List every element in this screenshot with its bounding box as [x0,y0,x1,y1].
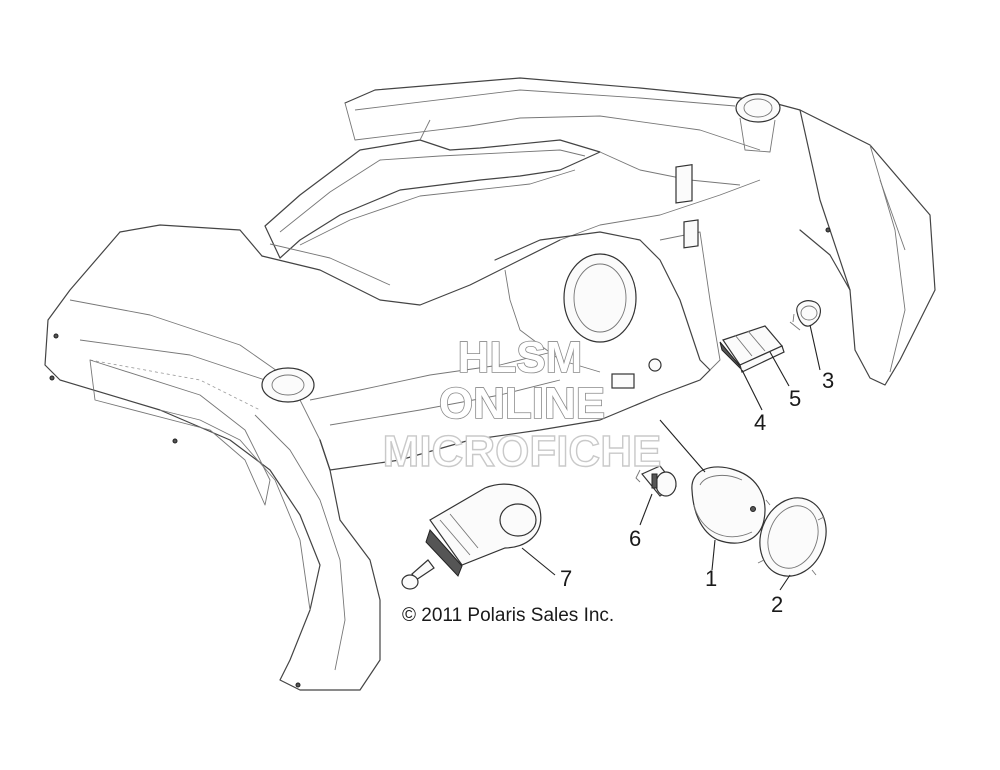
callout-7: 7 [560,566,572,591]
dashboard-panel [44,77,936,691]
part-4-5-switch[interactable] [719,325,785,373]
part-2-bezel[interactable] [749,488,837,585]
callout-3: 3 [822,368,834,393]
part-7-cover[interactable] [401,483,542,590]
callout-1: 1 [705,566,717,591]
callout-5: 5 [789,386,801,411]
watermark-line-1: HLSM [458,333,583,382]
callout-6: 6 [629,526,641,551]
lower-switch-slot [611,373,635,389]
callout-2: 2 [771,592,783,617]
leader-lines [521,324,821,591]
switch-slot-upper [675,164,693,204]
mount-hole [295,682,301,688]
part-3-outlet[interactable] [789,300,821,331]
switch-slot-lower [683,219,699,249]
mount-hole [172,438,178,444]
part-6-key-switch[interactable] [635,465,677,497]
left-vent [261,367,315,403]
mount-hole [49,375,55,381]
callout-4: 4 [754,410,766,435]
mount-hole [53,333,59,339]
gauge-opening [563,253,637,343]
watermark-line-2: ONLINE [439,379,605,428]
copyright-notice: © 2011 Polaris Sales Inc. [402,605,614,626]
watermark-line-3: MICROFICHE [383,427,662,476]
mount-hole [825,227,831,233]
key-hole [648,358,662,372]
callouts: 1 2 3 4 5 6 7 [560,368,834,617]
part-1-gauge[interactable] [691,466,766,544]
right-vent [735,93,781,123]
watermark: HLSM ONLINE MICROFICHE [382,332,662,477]
